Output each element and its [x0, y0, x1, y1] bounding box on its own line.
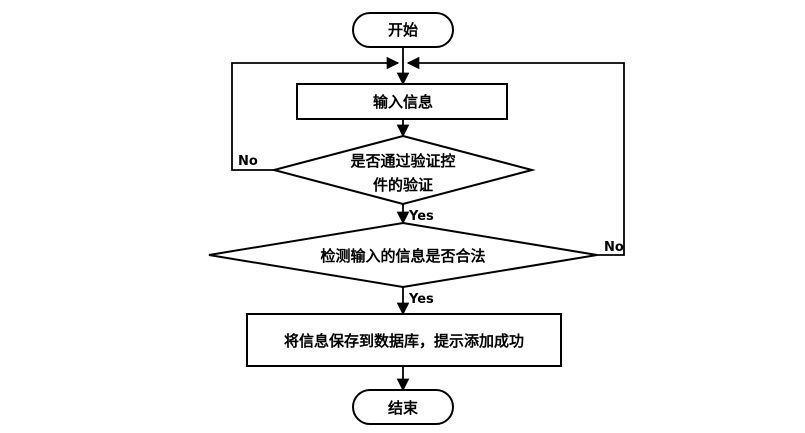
- end-terminal: [352, 389, 454, 425]
- start-terminal: [352, 12, 454, 48]
- legal-decision-diamond: [208, 221, 598, 289]
- arrow-verify-no-loop: [231, 56, 400, 171]
- arrow-legal-no-loop: [406, 56, 625, 256]
- no-label-verify: No: [238, 154, 258, 169]
- save-process-box: [246, 313, 562, 367]
- verify-label-line1: 是否通过验证控: [349, 152, 455, 170]
- yes-label-verify: Yes: [408, 209, 434, 224]
- save-label: 将信息保存到数据库，提示添加成功: [284, 332, 524, 350]
- verify-label-line2: 件的验证: [373, 176, 433, 194]
- legal-label: 检测输入的信息是否合法: [320, 247, 485, 265]
- input-process-box: [296, 83, 508, 120]
- input-label: 输入信息: [373, 93, 433, 111]
- start-label: 开始: [388, 21, 418, 39]
- end-label: 结束: [388, 399, 419, 417]
- verify-decision-diamond: [270, 134, 536, 206]
- yes-label-legal: Yes: [408, 292, 434, 307]
- no-label-legal: No: [604, 240, 624, 255]
